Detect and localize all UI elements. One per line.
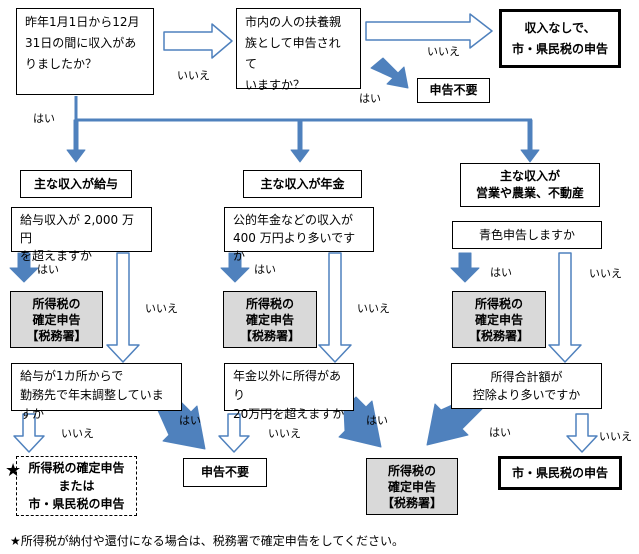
result-resident-tax: 市・県民税の申告 [498, 456, 622, 490]
question-pension-over-400: 公的年金などの収入が 400 万円より多いですか [224, 207, 374, 263]
label-no-salary-2000: いいえ [145, 302, 178, 315]
result-income-tax-salary-line-3: 【税務署】 [26, 328, 87, 343]
arrow-down-business [520, 119, 540, 163]
question-salary-single-line-2: 勤務先で年末調整していますか [20, 388, 164, 421]
result-income-or-resident-line-2: または [58, 479, 95, 493]
arrow-no-income-deduction [566, 413, 598, 453]
result-income-or-resident-line-3: 市・県民税の申告 [28, 497, 125, 511]
question-salary-over-2000: 給与収入が 2,000 万円 を超えますか [11, 207, 152, 263]
label-no-income-deduction: いいえ [599, 430, 632, 443]
result-income-tax-business-line-2: 確定申告 [474, 312, 523, 327]
label-no-salary-single: いいえ [61, 427, 94, 440]
result-income-tax-pension: 所得税の 確定申告 【税務署】 [223, 291, 317, 348]
question-pension-over-400-line-1: 公的年金などの収入が [233, 213, 354, 227]
label-yes-pension-400: はい [254, 263, 276, 276]
arrow-no-pension-400 [318, 252, 352, 363]
question-salary-over-2000-line-2: を超えますか [20, 249, 93, 263]
arrow-yes-pension-400 [220, 252, 250, 283]
result-income-tax-or-resident-tax: 所得税の確定申告 または 市・県民税の申告 [16, 456, 137, 516]
label-yes-salary-2000: はい [37, 263, 59, 276]
result-income-tax-business-line-1: 所得税の [474, 296, 523, 311]
question-start-line-1: 昨年1月1日から12月 [25, 15, 140, 29]
result-income-tax-center-line-2: 確定申告 [387, 479, 436, 494]
question-pension-other-line-1: 年金以外に所得があり [233, 369, 342, 402]
category-business: 主な収入が 営業や農業、不動産 [460, 163, 600, 207]
result-income-tax-center: 所得税の 確定申告 【税務署】 [366, 458, 458, 515]
label-yes-salary-single: はい [179, 414, 201, 427]
arrow-no-pension-other [218, 413, 250, 453]
question-dependent: 市内の人の扶養親 族として申告されて いますか？ [236, 8, 361, 92]
arrow-no-blue-return [548, 252, 582, 363]
result-income-tax-pension-line-3: 【税務署】 [239, 328, 300, 343]
label-no-blue-return: いいえ [589, 267, 622, 280]
category-business-line-2: 営業や農業、不動産 [475, 186, 584, 200]
question-start-line-3: りましたか？ [25, 57, 98, 71]
arrow-yes-salary-2000 [9, 252, 39, 283]
result-resident-tax-text: 市・県民税の申告 [511, 465, 608, 480]
arrow-yes-no-filing-top [370, 57, 409, 89]
branch-connector [74, 96, 532, 122]
question-start-line-2: 31日の間に収入があ [25, 36, 137, 50]
arrow-yes-blue-return [450, 252, 480, 283]
question-income-over-deduction-line-1: 所得合計額が [490, 370, 563, 384]
label-no-pension-400: いいえ [357, 302, 390, 315]
result-income-tax-pension-line-2: 確定申告 [245, 312, 294, 327]
result-no-income-line-1: 収入なしで、 [524, 20, 596, 35]
category-salary-text: 主な収入が給与 [33, 176, 118, 191]
result-no-income-resident-tax: 収入なしで、 市・県民税の申告 [499, 9, 621, 68]
label-no-dependent: いいえ [427, 45, 460, 58]
label-no-start: いいえ [177, 69, 210, 82]
result-income-tax-salary-line-1: 所得税の [32, 296, 81, 311]
question-pension-other-income: 年金以外に所得があり 20万円を超えますか [224, 363, 354, 421]
question-dependent-line-1: 市内の人の扶養親 [245, 15, 342, 29]
result-no-filing-top-text: 申告不要 [429, 83, 478, 97]
question-blue-return-text: 青色申告しますか [478, 227, 575, 242]
label-yes-blue-return: はい [490, 266, 512, 279]
result-no-filing-bottom: 申告不要 [183, 458, 267, 487]
result-income-or-resident-line-1: 所得税の確定申告 [28, 461, 125, 475]
category-pension-text: 主な収入が年金 [260, 176, 345, 191]
question-blue-return: 青色申告しますか [452, 221, 602, 249]
question-income-over-deduction-line-2: 控除より多いですか [472, 388, 581, 402]
category-pension: 主な収入が年金 [243, 170, 362, 198]
star-mark: ★ [5, 460, 22, 481]
label-yes-dependent: はい [359, 92, 381, 105]
label-yes-pension-other: はい [366, 414, 388, 427]
footnote: ★所得税が納付や還付になる場合は、税務署で確定申告をしてください。 [10, 534, 405, 548]
result-income-tax-salary: 所得税の 確定申告 【税務署】 [10, 291, 103, 348]
label-no-pension-other: いいえ [268, 427, 301, 440]
arrow-down-salary [66, 119, 86, 163]
arrow-no-dependent [365, 13, 493, 49]
question-dependent-line-3: いますか？ [245, 78, 306, 92]
result-no-income-line-2: 市・県民税の申告 [511, 41, 608, 56]
result-income-tax-business-line-3: 【税務署】 [468, 328, 529, 343]
question-dependent-line-2: 族として申告されて [245, 36, 341, 71]
category-salary: 主な収入が給与 [20, 170, 132, 198]
question-salary-over-2000-line-1: 給与収入が 2,000 万円 [20, 213, 134, 245]
arrow-no-salary-2000 [106, 252, 140, 363]
arrow-down-pension [290, 119, 310, 163]
question-pension-other-line-2: 20万円を超えますか [233, 407, 345, 421]
result-income-tax-center-line-1: 所得税の [387, 463, 436, 478]
question-start: 昨年1月1日から12月 31日の間に収入があ りましたか？ [16, 8, 154, 95]
question-income-over-deduction: 所得合計額が 控除より多いですか [451, 363, 602, 409]
label-yes-start: はい [33, 112, 55, 125]
result-income-tax-center-line-3: 【税務署】 [381, 495, 442, 510]
question-salary-single-employer: 給与が1カ所からで 勤務先で年末調整していますか [11, 363, 182, 421]
arrow-no-salary-single [13, 413, 45, 453]
result-income-tax-salary-line-2: 確定申告 [32, 312, 81, 327]
question-salary-single-line-1: 給与が1カ所からで [20, 369, 124, 383]
result-income-tax-pension-line-1: 所得税の [245, 296, 294, 311]
result-no-filing-top: 申告不要 [417, 78, 490, 103]
arrow-yes-income-deduction [426, 396, 483, 446]
arrow-no-start [163, 23, 233, 59]
question-pension-over-400-line-2: 400 万円より多いですか [233, 231, 356, 263]
label-yes-income-deduction: はい [489, 426, 511, 439]
category-business-line-1: 主な収入が [499, 169, 560, 183]
result-no-filing-bottom-text: 申告不要 [200, 465, 249, 479]
result-income-tax-business: 所得税の 確定申告 【税務署】 [452, 291, 546, 348]
